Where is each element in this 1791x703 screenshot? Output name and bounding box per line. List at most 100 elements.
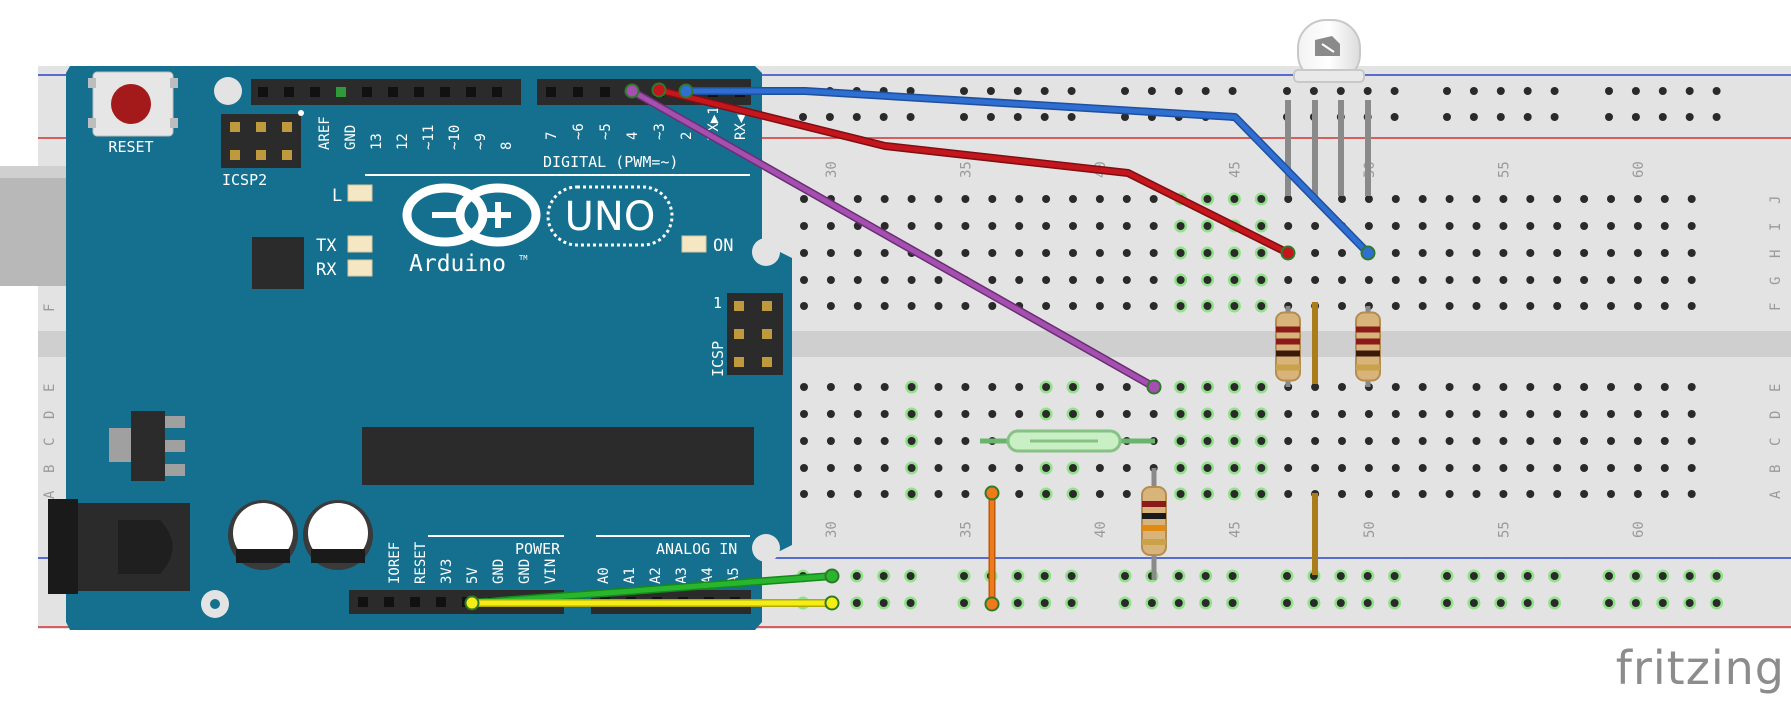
breadboard-hole xyxy=(934,195,943,203)
header-pin xyxy=(436,597,446,607)
breadboard-hole xyxy=(1523,572,1532,580)
breadboard-hole xyxy=(826,464,835,472)
breadboard-hole xyxy=(1230,464,1239,472)
breadboard-hole xyxy=(1363,87,1372,95)
breadboard-hole xyxy=(1147,87,1156,95)
breadboard-hole xyxy=(1687,490,1696,498)
breadboard-hole xyxy=(1228,572,1237,580)
breadboard-hole xyxy=(1607,302,1615,310)
breadboard-hole xyxy=(826,222,835,230)
breadboard-hole xyxy=(1203,302,1212,310)
breadboard-hole xyxy=(1472,383,1481,391)
row-letter: J xyxy=(1768,196,1784,204)
breadboard-hole xyxy=(1685,599,1694,607)
breadboard-hole xyxy=(961,410,970,418)
breadboard-hole xyxy=(1042,490,1051,498)
header-pin xyxy=(410,597,420,607)
breadboard-hole xyxy=(1418,464,1427,472)
breadboard-hole xyxy=(1230,249,1239,257)
power-jack xyxy=(48,499,190,594)
column-number-bottom: 60 xyxy=(1631,521,1647,538)
digital-pin-label: ~10 xyxy=(447,125,463,150)
breadboard-hole xyxy=(880,464,889,472)
breadboard-hole xyxy=(1687,302,1696,310)
breadboard-hole xyxy=(853,490,862,498)
breadboard-hole xyxy=(988,249,997,257)
usb-chip xyxy=(252,237,304,289)
breadboard-hole xyxy=(1311,464,1320,472)
tm-label: TM xyxy=(519,254,527,262)
breadboard-hole xyxy=(1095,195,1104,203)
breadboard-hole xyxy=(1496,87,1505,95)
header-pin xyxy=(358,597,368,607)
breadboard-hole xyxy=(1660,464,1669,472)
breadboard-hole xyxy=(1469,572,1478,580)
breadboard-hole xyxy=(907,222,916,230)
breadboard-hole xyxy=(1712,87,1721,95)
breadboard-hole xyxy=(1095,383,1104,391)
wire-end xyxy=(624,83,640,99)
breadboard-hole xyxy=(1013,87,1022,95)
breadboard-hole xyxy=(907,276,916,284)
breadboard-hole xyxy=(1445,195,1454,203)
wire-end xyxy=(464,595,480,611)
breadboard-hole xyxy=(1069,222,1077,230)
breadboard-hole xyxy=(960,572,968,580)
column-number-top: 45 xyxy=(1227,161,1243,178)
header-pin xyxy=(388,87,398,97)
breadboard-hole xyxy=(1553,410,1562,418)
breadboard-hole xyxy=(1149,249,1158,257)
breadboard-hole xyxy=(1499,276,1508,284)
breadboard-hole xyxy=(961,249,970,257)
digital-pin-label: 2 xyxy=(679,132,695,140)
breadboard-hole xyxy=(1095,410,1104,418)
breadboard-hole xyxy=(1499,383,1508,391)
breadboard-hole xyxy=(1631,87,1640,95)
breadboard-hole xyxy=(1418,410,1427,418)
breadboard-hole xyxy=(1069,490,1077,498)
breadboard-hole xyxy=(1364,437,1373,445)
breadboard-hole xyxy=(1013,599,1022,607)
breadboard-hole xyxy=(906,87,915,95)
uno-label: UNO xyxy=(565,194,656,240)
breadboard-hole xyxy=(1336,599,1345,607)
breadboard-hole xyxy=(1499,410,1508,418)
digital-pin-label: ~5 xyxy=(598,123,614,140)
breadboard-hole xyxy=(1499,222,1508,230)
breadboard-hole xyxy=(1013,572,1022,580)
breadboard-hole xyxy=(1201,572,1210,580)
breadboard-hole xyxy=(1472,410,1481,418)
breadboard-hole xyxy=(1553,464,1562,472)
breadboard-hole xyxy=(880,249,889,257)
breadboard-hole xyxy=(1472,222,1481,230)
breadboard-hole xyxy=(1364,195,1373,203)
breadboard-hole xyxy=(1095,222,1104,230)
breadboard-hole xyxy=(800,383,808,391)
breadboard-hole xyxy=(1095,302,1104,310)
wire-end xyxy=(1146,379,1162,395)
breadboard-hole xyxy=(934,410,943,418)
breadboard-hole xyxy=(1122,222,1131,230)
breadboard-hole xyxy=(853,195,862,203)
breadboard-hole xyxy=(1283,599,1291,607)
breadboard-hole xyxy=(1121,87,1129,95)
breadboard-hole xyxy=(961,437,970,445)
breadboard-hole xyxy=(1122,276,1131,284)
breadboard-hole xyxy=(1040,599,1049,607)
breadboard-hole xyxy=(1122,249,1131,257)
breadboard-hole xyxy=(1580,249,1589,257)
breadboard-hole xyxy=(1605,87,1613,95)
row-letter: E xyxy=(1768,384,1784,392)
breadboard-hole xyxy=(961,383,970,391)
reset-button[interactable] xyxy=(88,71,178,137)
breadboard-hole xyxy=(800,276,808,284)
breadboard-hole xyxy=(986,87,995,95)
breadboard-hole xyxy=(1364,410,1373,418)
led-l-label: L xyxy=(332,186,342,206)
digital-pin-label: ~3 xyxy=(652,123,668,140)
breadboard-hole xyxy=(1658,113,1667,121)
breadboard-hole xyxy=(1284,490,1293,498)
breadboard-hole xyxy=(1526,302,1535,310)
breadboard-hole xyxy=(1201,87,1210,95)
breadboard-hole xyxy=(1499,195,1508,203)
